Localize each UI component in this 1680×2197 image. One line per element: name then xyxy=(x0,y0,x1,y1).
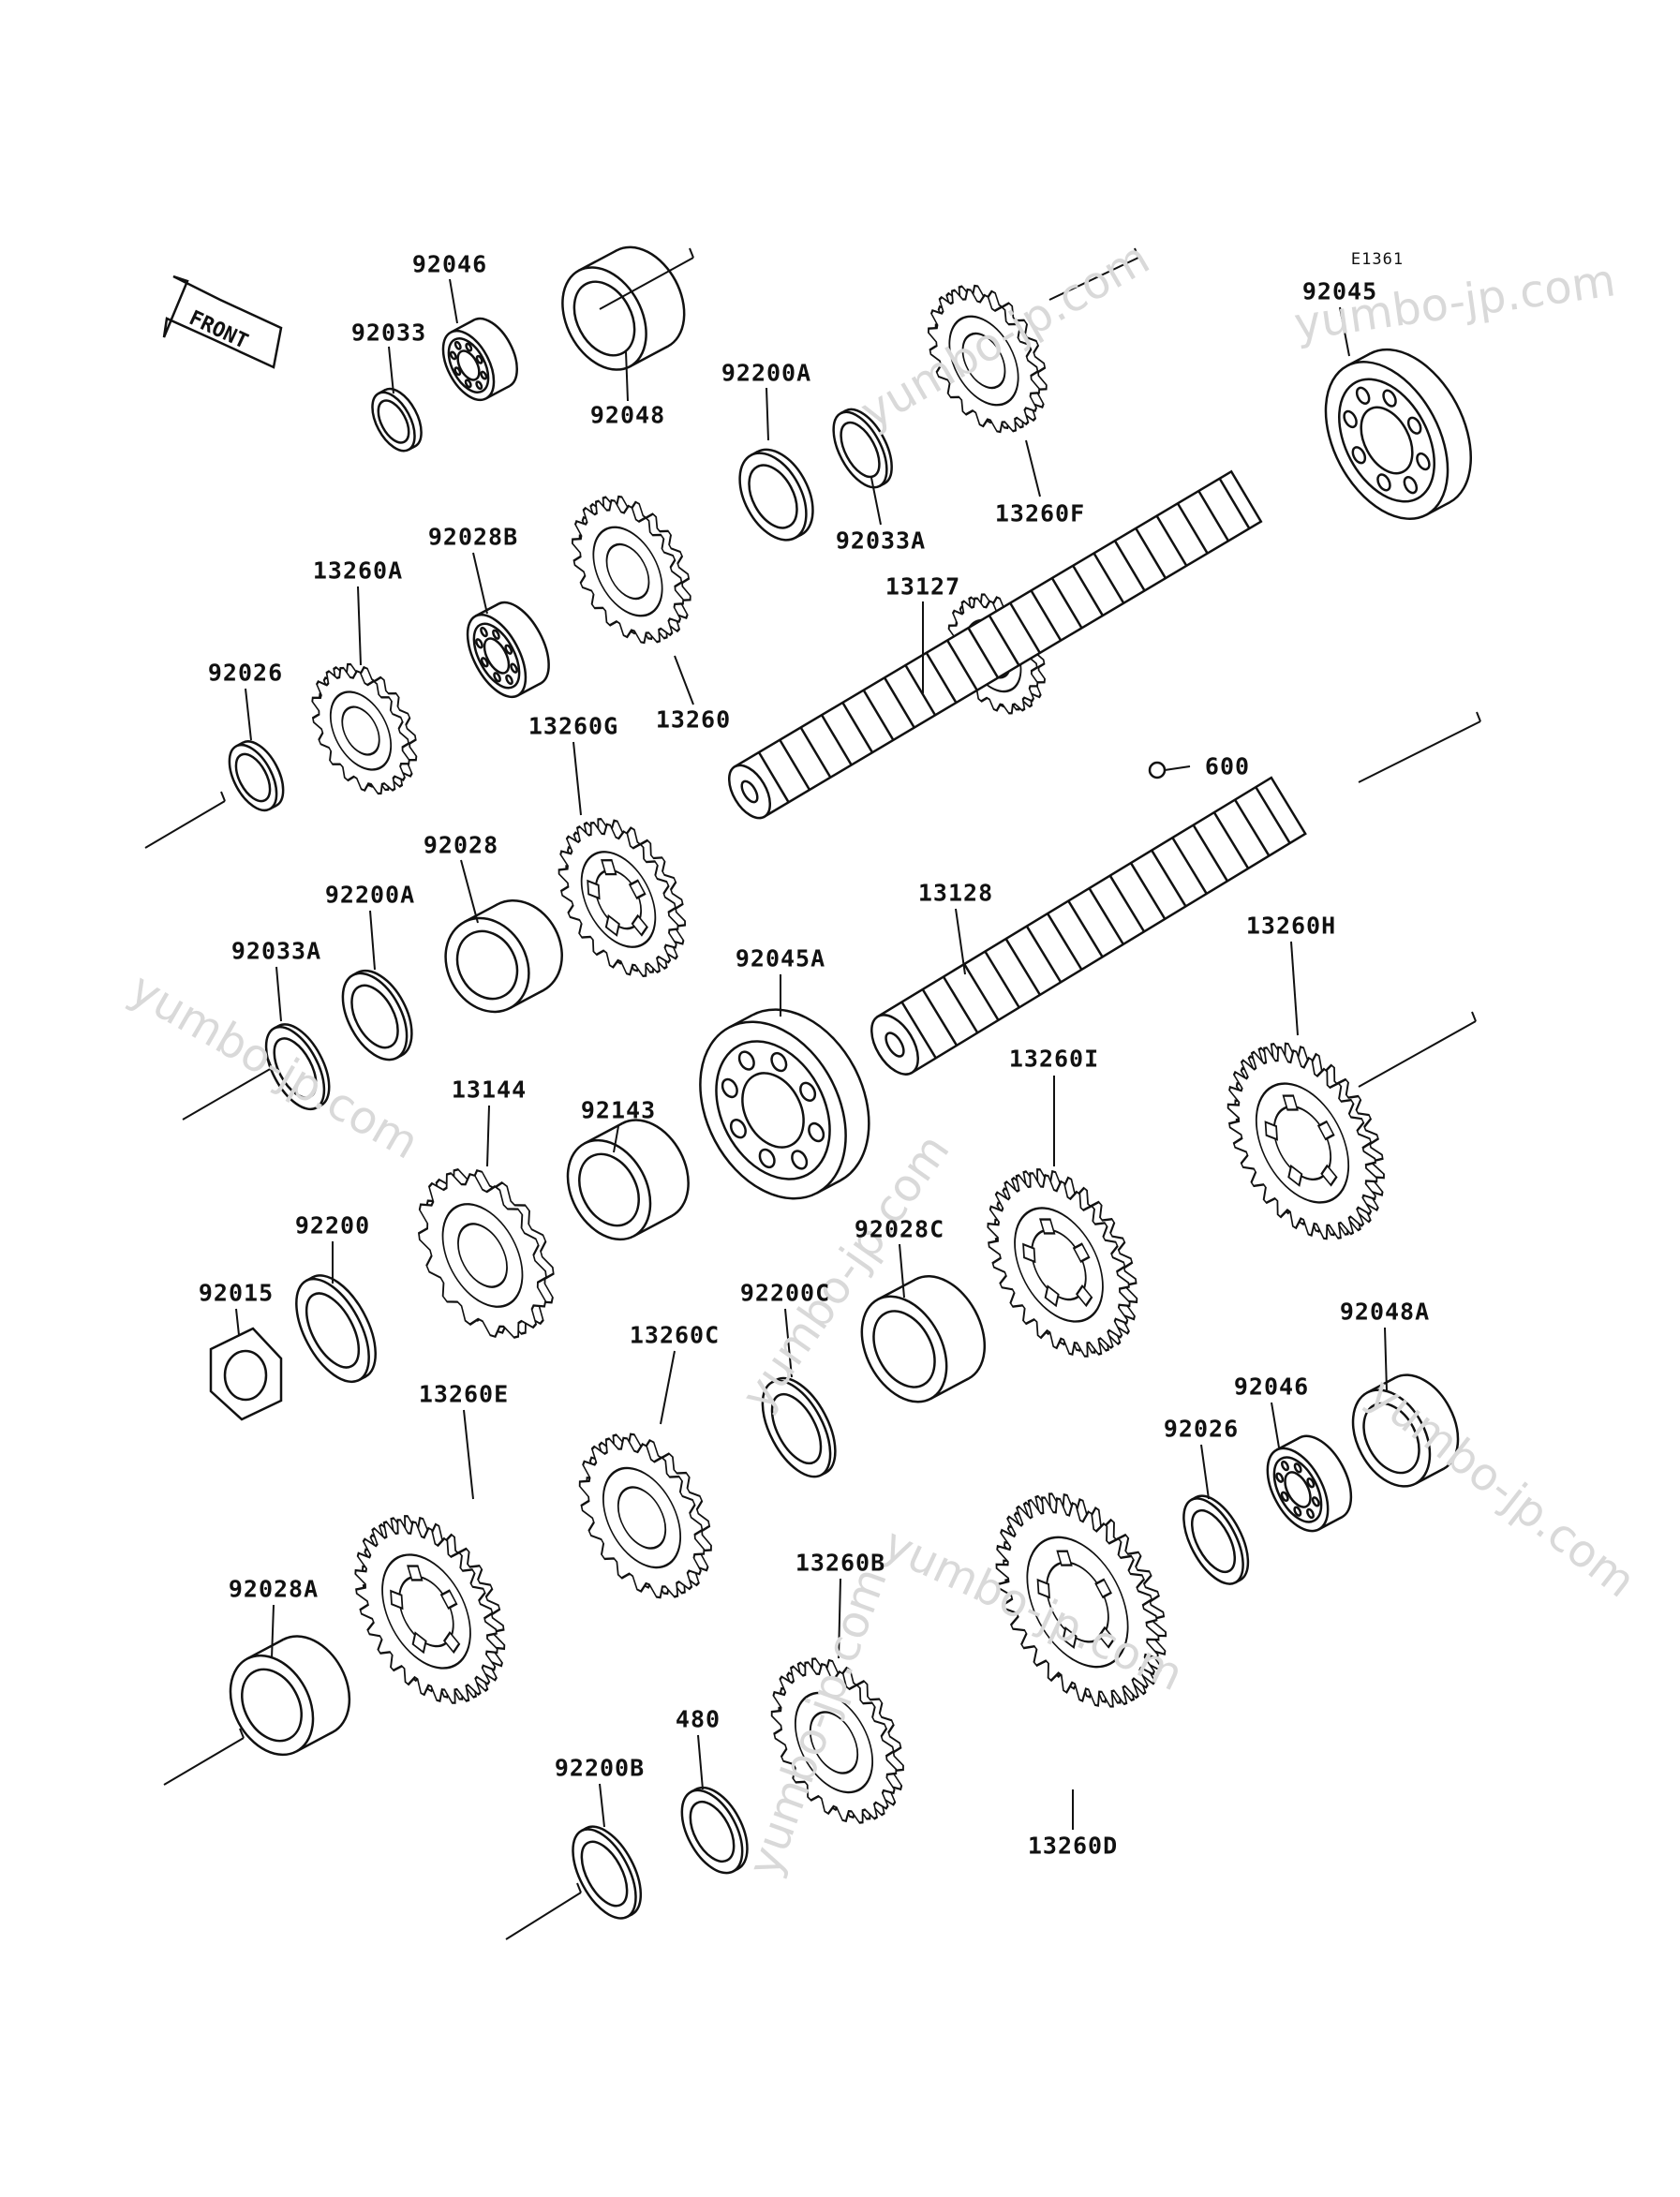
part-label-480[interactable]: 480 xyxy=(675,1705,721,1733)
part-label-92045A[interactable]: 92045A xyxy=(735,944,826,972)
collar-92143 xyxy=(566,1119,690,1241)
part-label-92028C[interactable]: 92028C xyxy=(854,1215,945,1243)
bushing-92028C xyxy=(860,1274,987,1403)
part-label-92048A[interactable]: 92048A xyxy=(1339,1298,1431,1326)
bushing-92028 xyxy=(444,899,563,1014)
part-label-92200A-top[interactable]: 92200A xyxy=(721,359,812,387)
washer-92026-low xyxy=(1182,1494,1250,1585)
part-label-92200[interactable]: 92200 xyxy=(294,1211,371,1240)
part-label-13260I[interactable]: 13260I xyxy=(1008,1045,1100,1073)
shaft-13128 xyxy=(870,776,1307,1076)
gear-13260D xyxy=(995,1492,1167,1708)
part-label-92026-low[interactable]: 92026 xyxy=(1163,1415,1240,1443)
part-label-13260A[interactable]: 13260A xyxy=(312,557,404,585)
circlip-92033A xyxy=(832,408,893,489)
front-arrow xyxy=(162,275,283,369)
washer-92200C xyxy=(761,1376,837,1478)
collar-92048 xyxy=(561,245,686,371)
part-label-92026-top[interactable]: 92026 xyxy=(207,659,284,687)
part-label-92046-low[interactable]: 92046 xyxy=(1233,1373,1310,1401)
part-label-92033A-mid[interactable]: 92033A xyxy=(230,937,322,965)
part-label-13260D[interactable]: 13260D xyxy=(1027,1832,1119,1860)
part-label-13260B[interactable]: 13260B xyxy=(795,1549,886,1577)
part-label-13260G[interactable]: 13260G xyxy=(528,712,619,740)
part-label-13260F[interactable]: 13260F xyxy=(994,499,1086,527)
needle-bearing-92046-low xyxy=(1266,1434,1353,1533)
ball-bearing-92045 xyxy=(1324,348,1473,520)
grease-dot-600 xyxy=(1148,761,1167,779)
collar-92048A xyxy=(1351,1373,1460,1488)
part-label-92143[interactable]: 92143 xyxy=(580,1096,657,1124)
washer-92200A-mid xyxy=(341,969,413,1061)
washer-92026 xyxy=(228,740,285,812)
ball-bearing-92045A xyxy=(699,1008,870,1200)
gear-13260 xyxy=(571,495,691,645)
gear-13260H xyxy=(1227,1042,1385,1240)
part-label-92048[interactable]: 92048 xyxy=(589,401,666,429)
bushing-92028B xyxy=(466,601,550,699)
gear-13260G xyxy=(558,817,687,977)
part-label-13128[interactable]: 13128 xyxy=(917,879,994,907)
gear-13260B xyxy=(770,1657,904,1824)
part-label-13260H[interactable]: 13260H xyxy=(1245,912,1337,940)
part-label-92028[interactable]: 92028 xyxy=(423,831,499,859)
part-label-92200B[interactable]: 92200B xyxy=(554,1754,646,1782)
circlip-92033A-mid xyxy=(264,1023,331,1111)
part-label-92028A[interactable]: 92028A xyxy=(228,1575,320,1603)
part-label-92033[interactable]: 92033 xyxy=(350,319,427,347)
washer-92200A xyxy=(738,448,814,542)
part-label-92033A-top[interactable]: 92033A xyxy=(835,527,927,555)
diagram-code: E1361 xyxy=(1350,250,1405,269)
part-label-92028B[interactable]: 92028B xyxy=(427,523,519,551)
gear-13260F xyxy=(927,284,1048,434)
part-label-92045[interactable]: 92045 xyxy=(1301,277,1378,305)
gear-13260A xyxy=(311,662,418,795)
gear-13260I xyxy=(987,1168,1138,1358)
part-label-92200A-mid[interactable]: 92200A xyxy=(324,881,416,909)
washer-92200 xyxy=(295,1274,377,1384)
part-label-92015[interactable]: 92015 xyxy=(198,1279,275,1307)
part-label-13127[interactable]: 13127 xyxy=(885,572,961,601)
washer-92200B xyxy=(572,1825,643,1920)
shaft-13127 xyxy=(727,469,1263,820)
part-label-13260C[interactable]: 13260C xyxy=(629,1321,721,1349)
needle-bearing-92046 xyxy=(441,317,518,402)
part-label-13260E[interactable]: 13260E xyxy=(418,1380,510,1408)
part-label-13260[interactable]: 13260 xyxy=(655,705,732,734)
circlip-480 xyxy=(680,1786,749,1875)
sprocket-13144 xyxy=(417,1167,555,1339)
part-label-92200C[interactable]: 92200C xyxy=(739,1279,831,1307)
gear-13260E xyxy=(354,1515,506,1704)
gear-13260C xyxy=(578,1433,712,1599)
bushing-92028A xyxy=(229,1635,351,1757)
part-label-92046[interactable]: 92046 xyxy=(411,250,488,278)
part-label-13144[interactable]: 13144 xyxy=(451,1076,528,1104)
part-label-600[interactable]: 600 xyxy=(1204,752,1251,780)
circlip-92033 xyxy=(371,387,423,453)
